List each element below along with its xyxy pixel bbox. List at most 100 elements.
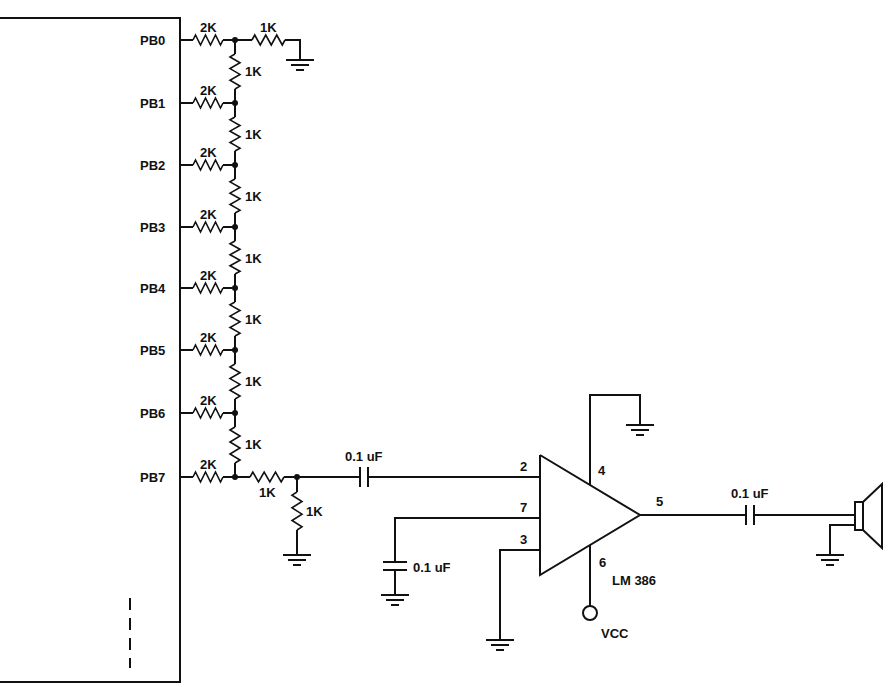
resistor-symbol bbox=[230, 241, 240, 274]
resistor-value: 2K bbox=[200, 458, 217, 471]
resistor-value: 2K bbox=[200, 21, 217, 34]
junction-dot bbox=[232, 37, 238, 43]
port-pin-name: PB7 bbox=[140, 471, 165, 484]
wire bbox=[180, 102, 193, 104]
port-pin-name: PB5 bbox=[140, 344, 165, 357]
resistor-symbol bbox=[230, 179, 240, 213]
ground-symbol bbox=[286, 60, 314, 70]
wire bbox=[754, 514, 855, 516]
wire bbox=[180, 164, 193, 166]
continuation-line bbox=[129, 598, 131, 668]
resistor-value: 2K bbox=[200, 269, 217, 282]
resistor-value: 2K bbox=[200, 208, 217, 221]
pin-number: 3 bbox=[520, 533, 527, 546]
resistor-symbol bbox=[193, 35, 223, 45]
wire bbox=[296, 530, 298, 555]
ground-symbol bbox=[283, 555, 311, 565]
resistor-value: 2K bbox=[200, 84, 217, 97]
resistor-value: 1K bbox=[245, 190, 262, 203]
resistor-value: 2K bbox=[200, 394, 217, 407]
junction-dot bbox=[232, 474, 238, 480]
resistor-symbol bbox=[193, 222, 223, 232]
wire bbox=[180, 39, 193, 41]
resistor-symbol bbox=[230, 302, 240, 336]
pin-number: 6 bbox=[599, 556, 606, 569]
capacitor-value: 0.1 uF bbox=[345, 450, 383, 463]
wire bbox=[395, 518, 540, 562]
port-pin-name: PB1 bbox=[140, 97, 165, 110]
ground-symbol bbox=[626, 425, 654, 435]
capacitor-plate bbox=[745, 505, 747, 525]
capacitor-plate bbox=[383, 561, 407, 563]
junction-dot bbox=[232, 410, 238, 416]
resistor-value: 1K bbox=[260, 21, 277, 34]
resistor-value: 1K bbox=[245, 313, 262, 326]
resistor-symbol bbox=[230, 117, 240, 151]
capacitor-plate bbox=[359, 467, 361, 487]
speaker-cone bbox=[863, 484, 882, 548]
resistor-symbol bbox=[193, 408, 223, 418]
resistor-symbol bbox=[250, 472, 284, 482]
resistor-value: 1K bbox=[306, 505, 323, 518]
resistor-symbol bbox=[193, 98, 223, 108]
resistor-symbol bbox=[292, 492, 302, 530]
resistor-value: 2K bbox=[200, 331, 217, 344]
resistor-symbol bbox=[252, 35, 285, 45]
wire bbox=[590, 395, 640, 485]
junction-dot bbox=[232, 285, 238, 291]
pin-number: 4 bbox=[598, 464, 605, 477]
pin-number: 2 bbox=[520, 460, 527, 473]
ground-symbol bbox=[486, 640, 514, 650]
resistor-value: 2K bbox=[200, 146, 217, 159]
wire bbox=[394, 570, 396, 595]
resistor-symbol bbox=[193, 345, 223, 355]
resistor-symbol bbox=[193, 160, 223, 170]
pin-number: 5 bbox=[656, 495, 663, 508]
port-pin-name: PB6 bbox=[140, 407, 165, 420]
pin-number: 7 bbox=[520, 501, 527, 514]
speaker-symbol bbox=[855, 502, 863, 530]
capacitor-value: 0.1 uF bbox=[413, 561, 451, 574]
junction-dot bbox=[294, 474, 300, 480]
wire bbox=[180, 287, 193, 289]
wire bbox=[640, 514, 746, 516]
wire bbox=[180, 226, 193, 228]
port-pin-name: PB2 bbox=[140, 159, 165, 172]
port-pin-name: PB0 bbox=[140, 34, 165, 47]
junction-dot bbox=[232, 224, 238, 230]
resistor-value: 1K bbox=[245, 252, 262, 265]
resistor-symbol bbox=[230, 427, 240, 463]
wire bbox=[285, 40, 300, 60]
capacitor-value: 0.1 uF bbox=[731, 487, 769, 500]
resistor-value: 1K bbox=[245, 65, 262, 78]
wire bbox=[589, 545, 591, 606]
resistor-symbol bbox=[230, 364, 240, 399]
wire bbox=[830, 525, 855, 555]
wire bbox=[180, 412, 193, 414]
resistor-symbol bbox=[193, 283, 223, 293]
port-pin-name: PB3 bbox=[140, 221, 165, 234]
resistor-value: 1K bbox=[259, 486, 276, 499]
junction-dot bbox=[232, 162, 238, 168]
junction-dot bbox=[232, 347, 238, 353]
part-name: LM 386 bbox=[612, 574, 656, 587]
resistor-value: 1K bbox=[245, 438, 262, 451]
port-outline bbox=[0, 18, 180, 682]
wiring bbox=[0, 18, 882, 682]
resistor-symbol bbox=[230, 54, 240, 89]
resistor-value: 1K bbox=[245, 375, 262, 388]
wire bbox=[368, 476, 540, 478]
ground-symbol bbox=[816, 555, 844, 565]
resistor-symbol bbox=[193, 472, 223, 482]
wire bbox=[180, 476, 193, 478]
resistor-value: 1K bbox=[245, 128, 262, 141]
wire bbox=[500, 550, 540, 640]
wire bbox=[180, 349, 193, 351]
vcc-terminal bbox=[583, 606, 597, 620]
port-pin-name: PB4 bbox=[140, 282, 165, 295]
junction-dot bbox=[232, 100, 238, 106]
ground-symbol bbox=[381, 595, 409, 605]
wire bbox=[297, 476, 360, 478]
supply-name: VCC bbox=[601, 627, 628, 640]
